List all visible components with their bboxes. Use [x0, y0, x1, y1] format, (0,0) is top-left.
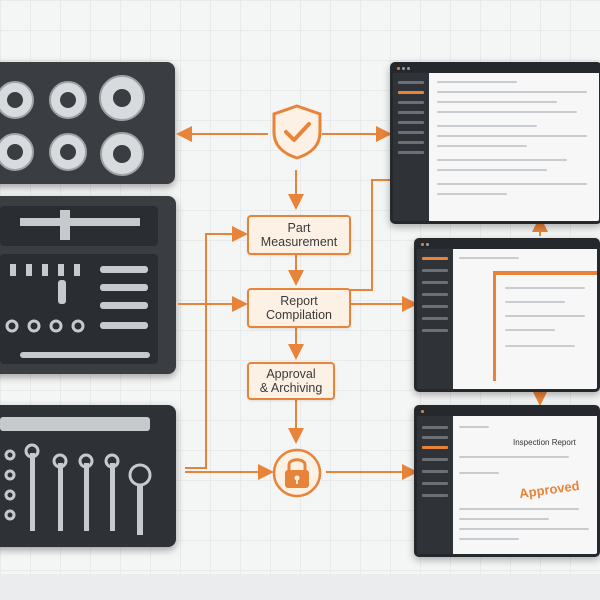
text-line [437, 159, 567, 161]
nav-item[interactable] [422, 317, 448, 320]
highlighted-frame [493, 271, 596, 381]
nav-item[interactable] [422, 494, 448, 497]
window-dot [426, 243, 429, 246]
nav-item[interactable] [398, 131, 424, 134]
nav-item[interactable] [422, 305, 448, 308]
text-line [437, 111, 577, 113]
nav-item-active[interactable] [422, 446, 448, 449]
window-dot [421, 410, 424, 413]
nav-item[interactable] [422, 293, 448, 296]
nav-item[interactable] [398, 121, 424, 124]
step-label-line1: Report [280, 294, 318, 308]
text-line [437, 125, 537, 127]
step-approval-archiving: Approval & Archiving [247, 362, 335, 400]
nav-item[interactable] [422, 482, 448, 485]
nav-item[interactable] [422, 436, 448, 439]
step-label-line2: & Archiving [259, 381, 323, 395]
nav-item[interactable] [398, 101, 424, 104]
text-line [459, 472, 499, 474]
text-line [437, 135, 587, 137]
software-screen-top [390, 62, 600, 224]
report-content [429, 73, 599, 221]
text-line [505, 315, 585, 317]
window-dot [421, 243, 424, 246]
text-line [437, 81, 517, 83]
caliper-toolkit-panel [0, 196, 176, 374]
step-label-line1: Approval [266, 367, 316, 381]
window-dot [407, 67, 410, 70]
text-line [437, 101, 557, 103]
text-line [459, 518, 549, 520]
window-dot [402, 67, 405, 70]
nav-item[interactable] [422, 458, 448, 461]
text-line [505, 301, 565, 303]
compilation-content [453, 249, 597, 389]
nav-item[interactable] [422, 281, 448, 284]
software-screen-bottom: Inspection Report Approved [414, 405, 600, 557]
window-titlebar [393, 65, 599, 73]
inspection-report-content: Inspection Report Approved [453, 416, 597, 554]
nav-item-active[interactable] [398, 91, 424, 94]
nav-item-active[interactable] [422, 257, 448, 260]
nav-item[interactable] [422, 426, 448, 429]
text-line [437, 183, 587, 185]
padlock-icon [272, 448, 322, 498]
text-line [459, 257, 519, 259]
text-line [459, 426, 489, 428]
text-line [505, 345, 575, 347]
wrench-toolkit-panel [0, 405, 176, 547]
text-line [459, 538, 519, 540]
nav-sidebar [417, 416, 453, 554]
step-label-line2: Compilation [265, 308, 332, 322]
spanner-gauge-icon [0, 417, 152, 535]
report-title: Inspection Report [513, 438, 576, 447]
text-line [505, 287, 585, 289]
window-titlebar [417, 241, 597, 249]
text-line [437, 193, 507, 195]
text-line [437, 91, 587, 93]
nav-item[interactable] [398, 141, 424, 144]
shield-check-icon [272, 104, 322, 160]
text-line [459, 508, 579, 510]
nav-item[interactable] [422, 470, 448, 473]
step-label-line1: Part [287, 221, 311, 235]
bearing-panel [0, 62, 175, 184]
approved-stamp: Approved [518, 477, 581, 502]
step-label-line2: Measurement [260, 235, 338, 249]
nav-item[interactable] [422, 269, 448, 272]
bearing-parts-icon [0, 75, 145, 176]
nav-item[interactable] [398, 111, 424, 114]
text-line [459, 528, 589, 530]
nav-item[interactable] [398, 151, 424, 154]
nav-sidebar [417, 249, 453, 389]
highlighted-section [493, 271, 597, 275]
window-titlebar [417, 408, 597, 416]
software-screen-middle [414, 238, 600, 392]
caliper-wrench-icon [0, 206, 158, 364]
text-line [437, 145, 527, 147]
nav-item[interactable] [398, 81, 424, 84]
window-dot [397, 67, 400, 70]
text-line [505, 329, 555, 331]
step-report-compilation: Report Compilation [247, 288, 351, 328]
text-line [437, 169, 547, 171]
nav-item[interactable] [422, 329, 448, 332]
text-line [459, 456, 569, 458]
nav-sidebar [393, 73, 429, 221]
step-part-measurement: Part Measurement [247, 215, 351, 255]
floor-strip [0, 574, 600, 600]
